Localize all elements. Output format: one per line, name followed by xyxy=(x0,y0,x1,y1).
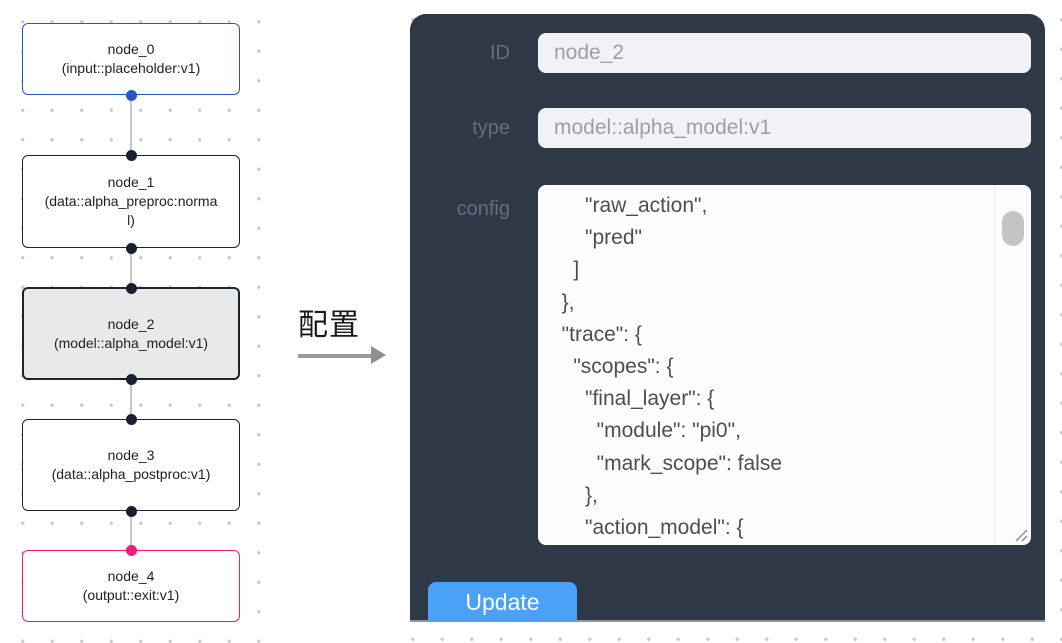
node-name: node_0 xyxy=(107,41,155,57)
scrollbar-thumb[interactable] xyxy=(1002,211,1024,246)
type-field-label: type xyxy=(472,117,510,139)
edge-node3-node4[interactable] xyxy=(130,511,132,550)
input-port[interactable] xyxy=(125,149,137,161)
id-field[interactable] xyxy=(538,33,1031,73)
edge-node0-node1[interactable] xyxy=(130,95,132,155)
flow-node-node_2-selected[interactable]: node_2 (model::alpha_model:v1) xyxy=(22,282,240,385)
output-port[interactable] xyxy=(125,505,137,517)
output-port[interactable] xyxy=(125,242,137,254)
inspector-region: ID type config "raw_action", "pred" ] },… xyxy=(388,0,1062,643)
input-port[interactable] xyxy=(125,413,137,425)
output-port[interactable] xyxy=(125,373,137,385)
output-port[interactable] xyxy=(125,89,137,101)
flow-node-node_0[interactable]: node_0 (input::placeholder:v1) xyxy=(22,23,240,101)
config-editor[interactable]: "raw_action", "pred" ] }, "trace": { "sc… xyxy=(538,185,1031,545)
config-scrollbar[interactable] xyxy=(994,185,1031,545)
node-type-label: (model::alpha_model:v1) xyxy=(53,334,209,351)
right-arrow-icon xyxy=(298,346,386,364)
node-name: node_2 xyxy=(107,315,155,332)
transition-label: 配置 xyxy=(298,309,360,342)
node-type-label: (output::exit:v1) xyxy=(82,587,180,603)
edge-node2-node3[interactable] xyxy=(130,380,132,419)
node-name: node_1 xyxy=(107,174,155,190)
id-field-label: ID xyxy=(490,42,510,64)
input-port[interactable] xyxy=(125,544,137,556)
node-type-label: (input::placeholder:v1) xyxy=(61,60,201,76)
config-json-text[interactable]: "raw_action", "pred" ] }, "trace": { "sc… xyxy=(561,194,782,540)
transition-annotation: 配置 xyxy=(288,300,398,370)
flow-node-node_3[interactable]: node_3 (data::alpha_postproc:v1) xyxy=(22,413,240,517)
flow-canvas[interactable]: node_0 (input::placeholder:v1) node_1 (d… xyxy=(0,0,272,643)
node-name: node_3 xyxy=(107,447,155,463)
node-type-label: (data::alpha_preproc:normal) xyxy=(44,193,218,228)
type-field[interactable] xyxy=(538,108,1031,148)
input-port[interactable] xyxy=(125,282,137,294)
node-type-label: (data::alpha_postproc:v1) xyxy=(51,466,211,482)
node-name: node_4 xyxy=(107,568,155,584)
config-field-label: config xyxy=(456,198,510,220)
update-button[interactable]: Update xyxy=(428,582,577,622)
inspector-panel: ID type config "raw_action", "pred" ] },… xyxy=(410,14,1045,622)
resize-handle-icon[interactable] xyxy=(1010,524,1028,542)
flow-node-node_4[interactable]: node_4 (output::exit:v1) xyxy=(22,544,240,622)
edge-node1-node2[interactable] xyxy=(130,248,132,287)
flow-node-node_1[interactable]: node_1 (data::alpha_preproc:normal) xyxy=(22,149,240,254)
